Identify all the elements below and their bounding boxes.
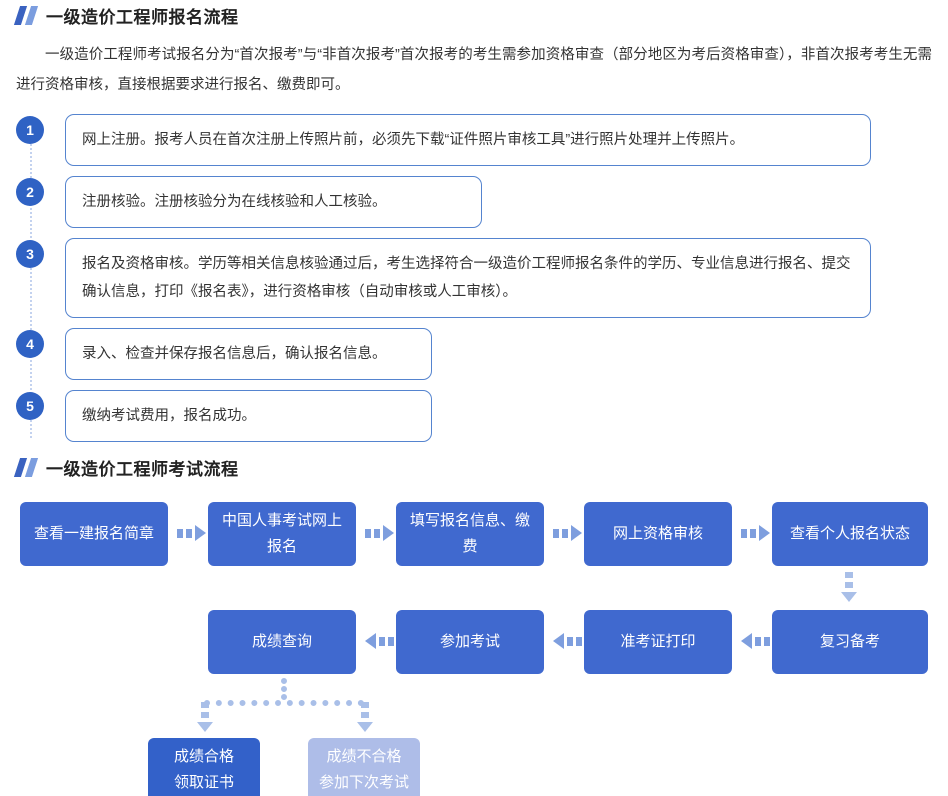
list-item: 3 报名及资格审核。学历等相关信息核验通过后，考生选择符合一级造价工程师报名条件… (16, 238, 948, 318)
registration-steps-list: 1 网上注册。报考人员在首次注册上传照片前，必须先下载“证件照片审核工具”进行照… (0, 114, 948, 442)
flow-node-online-qualification-review[interactable]: 网上资格审核 (584, 502, 732, 566)
flow-node-view-personal-status[interactable]: 查看个人报名状态 (772, 502, 928, 566)
flow-arrow-down-pass (197, 702, 213, 732)
flow-node-view-brochure[interactable]: 查看一建报名简章 (20, 502, 168, 566)
flow-node-take-exam[interactable]: 参加考试 (396, 610, 544, 674)
exam-section-title: 一级造价工程师考试流程 (46, 459, 239, 479)
flow-arrow-right-1 (177, 525, 206, 541)
flow-node-fail-retake-exam[interactable]: 成绩不合格 参加下次考试 (308, 738, 420, 796)
flow-branch-bar (204, 700, 364, 706)
heading-slash-icon (13, 457, 46, 477)
list-item: 5 缴纳考试费用，报名成功。 (16, 390, 948, 442)
page-title: 一级造价工程师报名流程 (46, 7, 239, 27)
flow-node-online-registration[interactable]: 中国人事考试网上报名 (208, 502, 356, 566)
exam-flow-diagram: 查看一建报名简章 中国人事考试网上报名 填写报名信息、缴费 网上资格审核 查看个… (0, 490, 948, 796)
exam-section-heading: 一级造价工程师考试流程 (0, 452, 948, 482)
flow-arrow-right-2 (365, 525, 394, 541)
step-number-badge: 3 (16, 240, 44, 268)
step-text: 录入、检查并保存报名信息后，确认报名信息。 (65, 328, 432, 380)
flow-node-review-prepare[interactable]: 复习备考 (772, 610, 928, 674)
flow-arrow-left-3 (365, 633, 397, 649)
flow-arrow-right-4 (741, 525, 770, 541)
flow-node-pass-get-certificate[interactable]: 成绩合格 领取证书 (148, 738, 260, 796)
flow-branch-stem (281, 678, 287, 700)
registration-section-heading: 一级造价工程师报名流程 (0, 0, 948, 30)
flow-arrow-down-1 (841, 572, 857, 602)
flow-arrow-down-fail (357, 702, 373, 732)
step-text: 报名及资格审核。学历等相关信息核验通过后，考生选择符合一级造价工程师报名条件的学… (65, 238, 871, 318)
flow-node-print-admission-ticket[interactable]: 准考证打印 (584, 610, 732, 674)
flow-arrow-left-1 (741, 633, 773, 649)
step-text: 注册核验。注册核验分为在线核验和人工核验。 (65, 176, 482, 228)
flow-arrow-right-3 (553, 525, 582, 541)
list-item: 1 网上注册。报考人员在首次注册上传照片前，必须先下载“证件照片审核工具”进行照… (16, 114, 948, 166)
flow-node-fill-info-pay[interactable]: 填写报名信息、缴费 (396, 502, 544, 566)
registration-intro-paragraph: 一级造价工程师考试报名分为“首次报考”与“非首次报考”首次报考的考生需参加资格审… (16, 47, 932, 93)
flow-arrow-left-2 (553, 633, 585, 649)
step-number-badge: 2 (16, 178, 44, 206)
flow-node-score-inquiry[interactable]: 成绩查询 (208, 610, 356, 674)
step-number-badge: 1 (16, 116, 44, 144)
step-number-badge: 4 (16, 330, 44, 358)
step-text: 网上注册。报考人员在首次注册上传照片前，必须先下载“证件照片审核工具”进行照片处… (65, 114, 871, 166)
step-number-badge: 5 (16, 392, 44, 420)
list-item: 2 注册核验。注册核验分为在线核验和人工核验。 (16, 176, 948, 228)
list-item: 4 录入、检查并保存报名信息后，确认报名信息。 (16, 328, 948, 380)
heading-slash-icon (13, 5, 46, 25)
step-text: 缴纳考试费用，报名成功。 (65, 390, 432, 442)
